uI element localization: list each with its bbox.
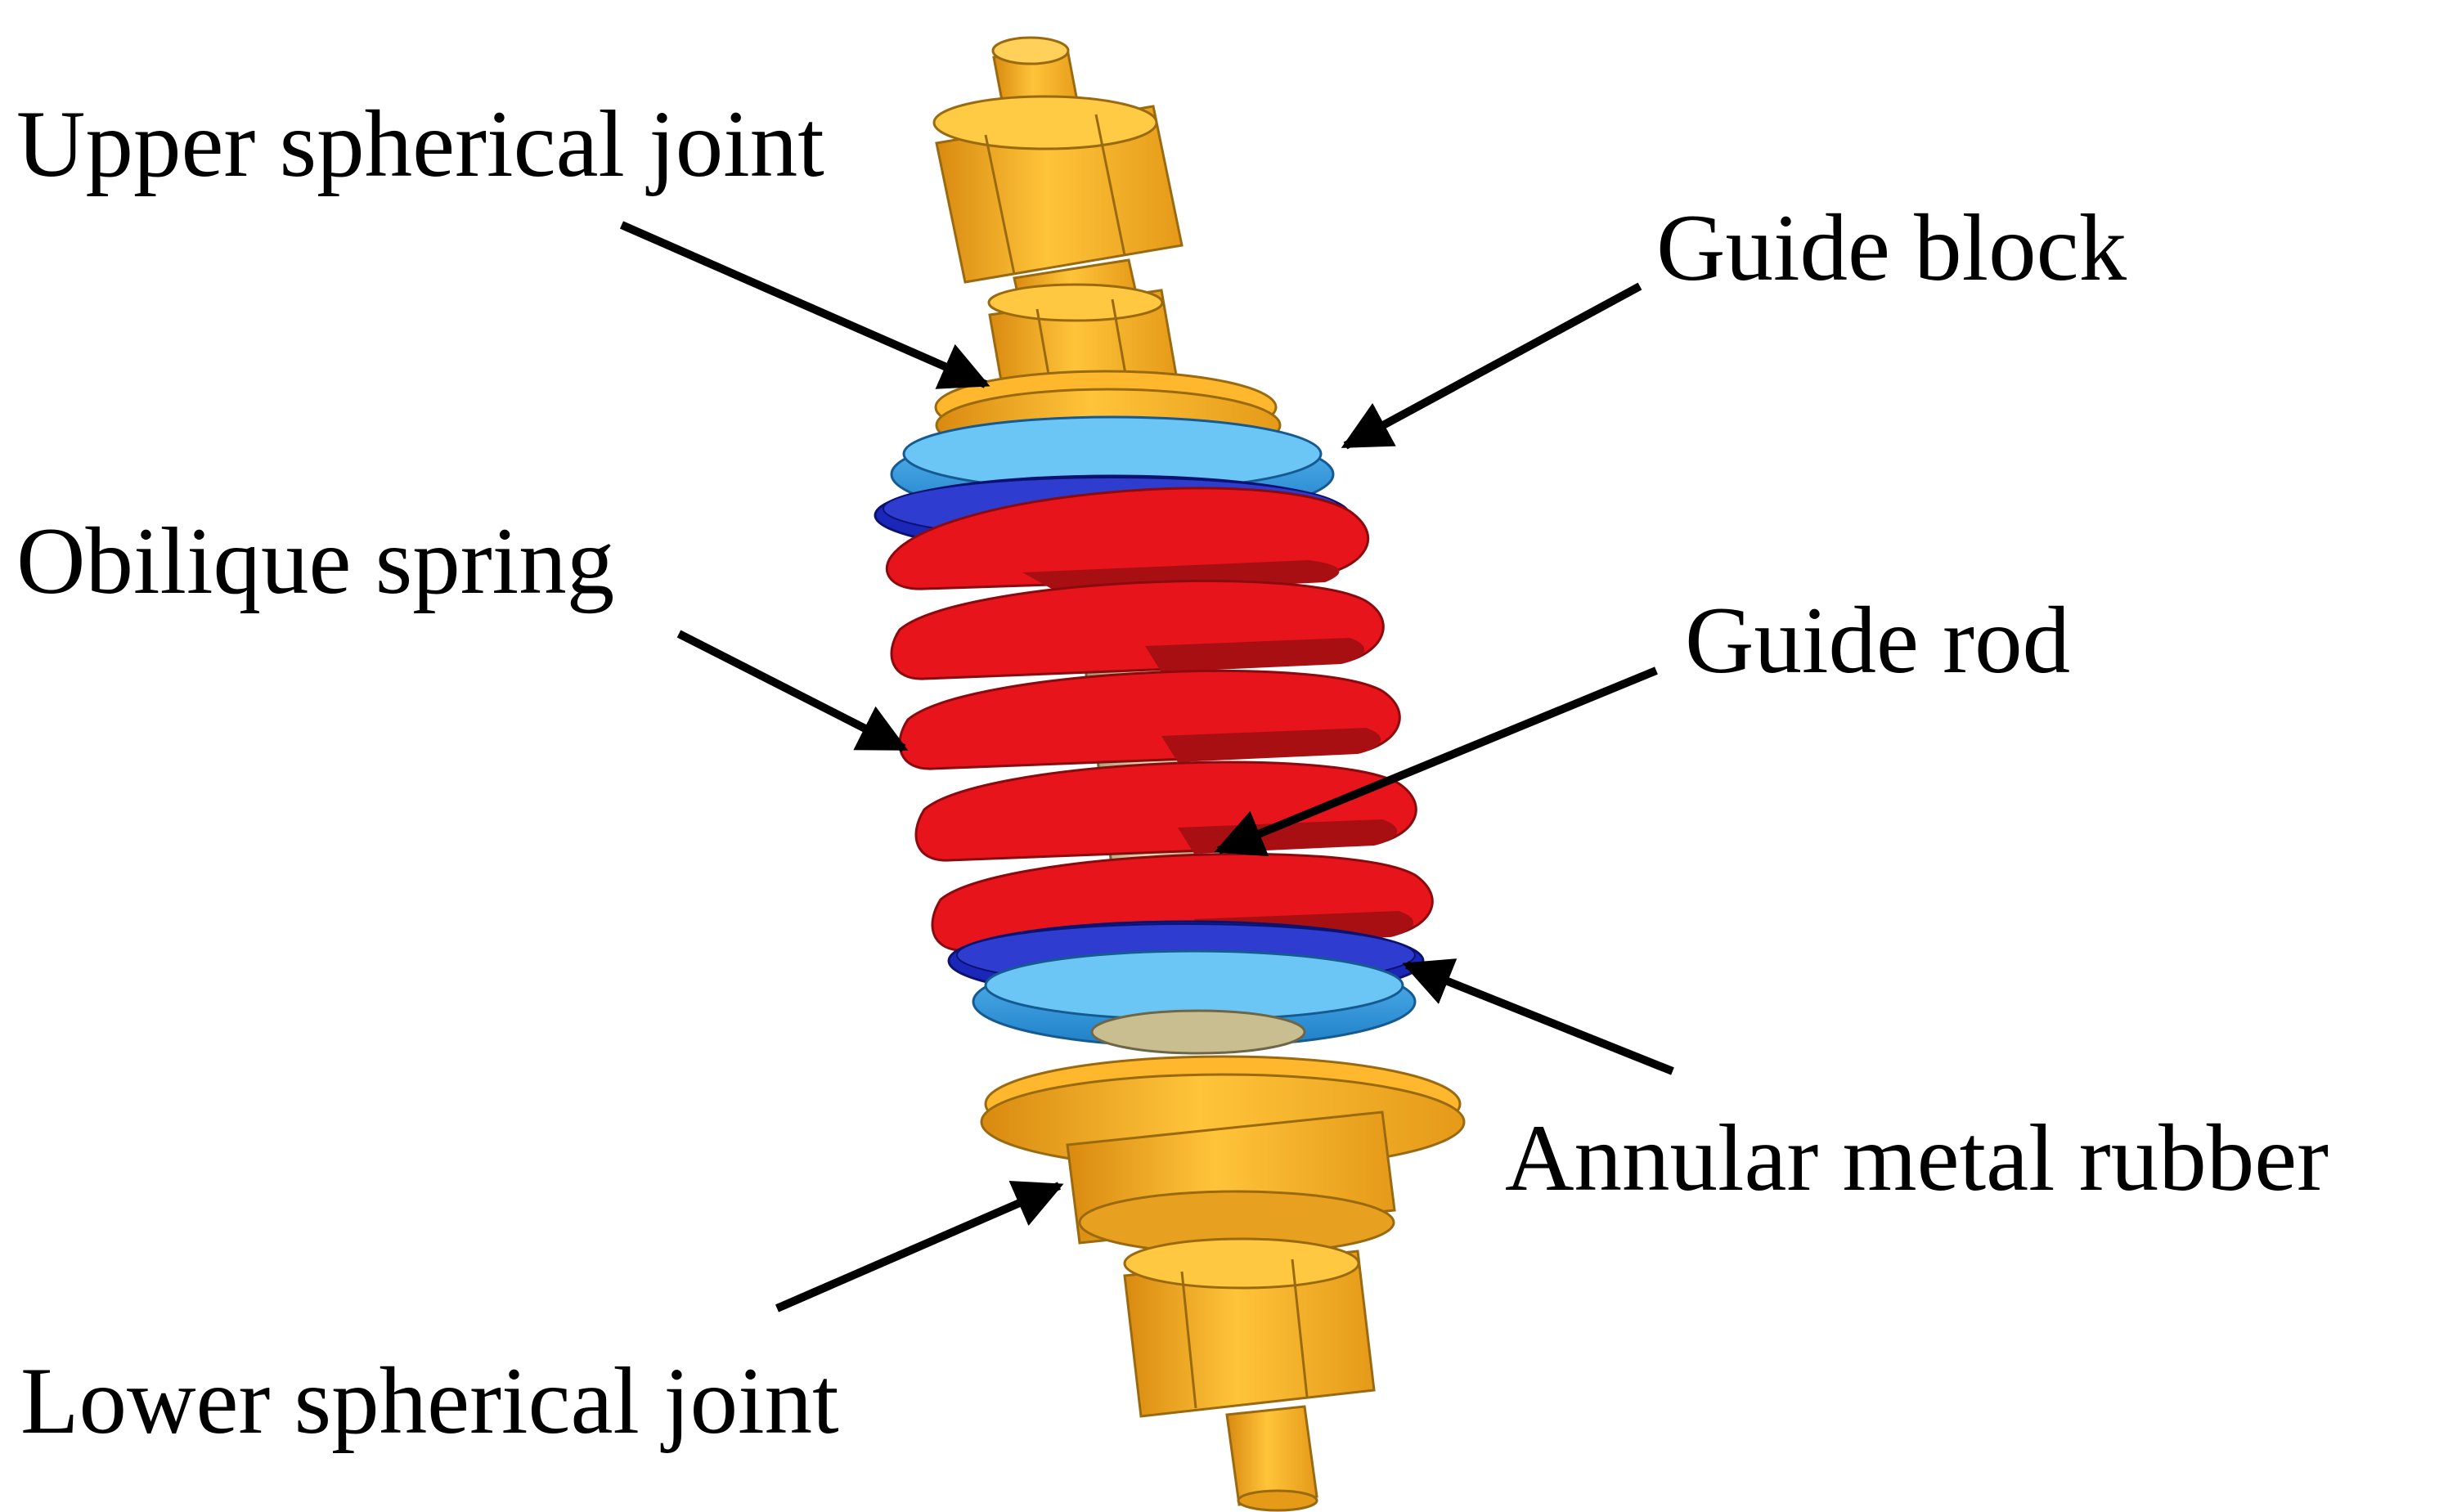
arrow-annular-metal-rubber [1402, 958, 1674, 1075]
label-upper-spherical-joint: Upper spherical joint [16, 92, 824, 197]
arrow-guide-block [1341, 282, 1642, 450]
spring-coil [914, 760, 1417, 862]
arrow-guide-rod [1214, 666, 1658, 857]
oblique-spring [885, 487, 1434, 952]
leader-arrows [619, 221, 1674, 1312]
spring-coil [890, 580, 1385, 680]
spring-coil [898, 670, 1401, 770]
label-guide-rod: Guide rod [1685, 588, 2070, 693]
lower-spherical-joint [980, 1055, 1466, 1512]
arrow-obilique-spring [676, 630, 909, 752]
lower-guide-block [972, 949, 1417, 1055]
shock-absorber-assembly [874, 36, 1466, 1512]
arrow-upper-spherical-joint [619, 221, 990, 389]
label-obilique-spring: Obilique spring [16, 509, 614, 614]
label-annular-metal-rubber: Annular metal rubber [1505, 1106, 2329, 1211]
upper-spherical-joint [932, 36, 1282, 463]
labels: Upper spherical joint Guide block Obiliq… [16, 92, 2329, 1454]
label-lower-spherical-joint: Lower spherical joint [20, 1348, 839, 1454]
label-guide-block: Guide block [1656, 195, 2127, 301]
arrow-lower-spherical-joint [775, 1181, 1064, 1312]
